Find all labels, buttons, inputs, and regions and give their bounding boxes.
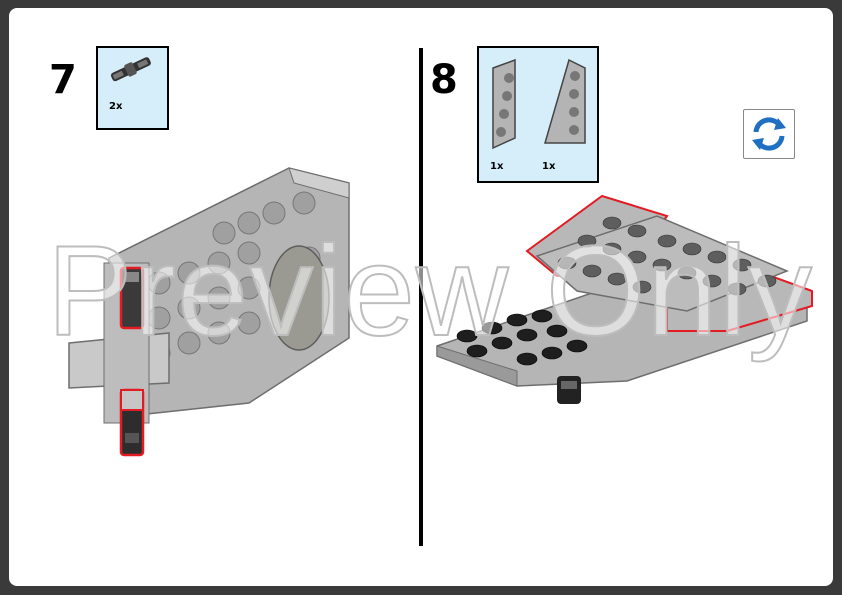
- rotate-arrows-icon: [752, 117, 786, 151]
- step-7-part-qty: 2x: [109, 101, 123, 112]
- highlighted-pin-bottom: [119, 388, 145, 457]
- step-7-number: 7: [49, 57, 77, 103]
- step-8-part-qty-right: 1x: [542, 161, 556, 172]
- rotate-model-button: [743, 109, 795, 159]
- step-7-assembly-illustration: [68, 167, 350, 457]
- instruction-page: 7 2x: [9, 8, 833, 586]
- pin-connector-icon: [110, 57, 151, 82]
- wedge-plates-icon: [492, 58, 586, 150]
- step-8-number: 8: [430, 57, 458, 103]
- step-7-parts-list: 2x: [96, 46, 169, 130]
- highlighted-pin-top: [119, 266, 145, 330]
- step-8-assembly-illustration: [436, 194, 813, 404]
- step-8-part-qty-left: 1x: [490, 161, 504, 172]
- step-8-parts-list: 1x 1x: [477, 46, 599, 183]
- step-divider: [419, 48, 423, 546]
